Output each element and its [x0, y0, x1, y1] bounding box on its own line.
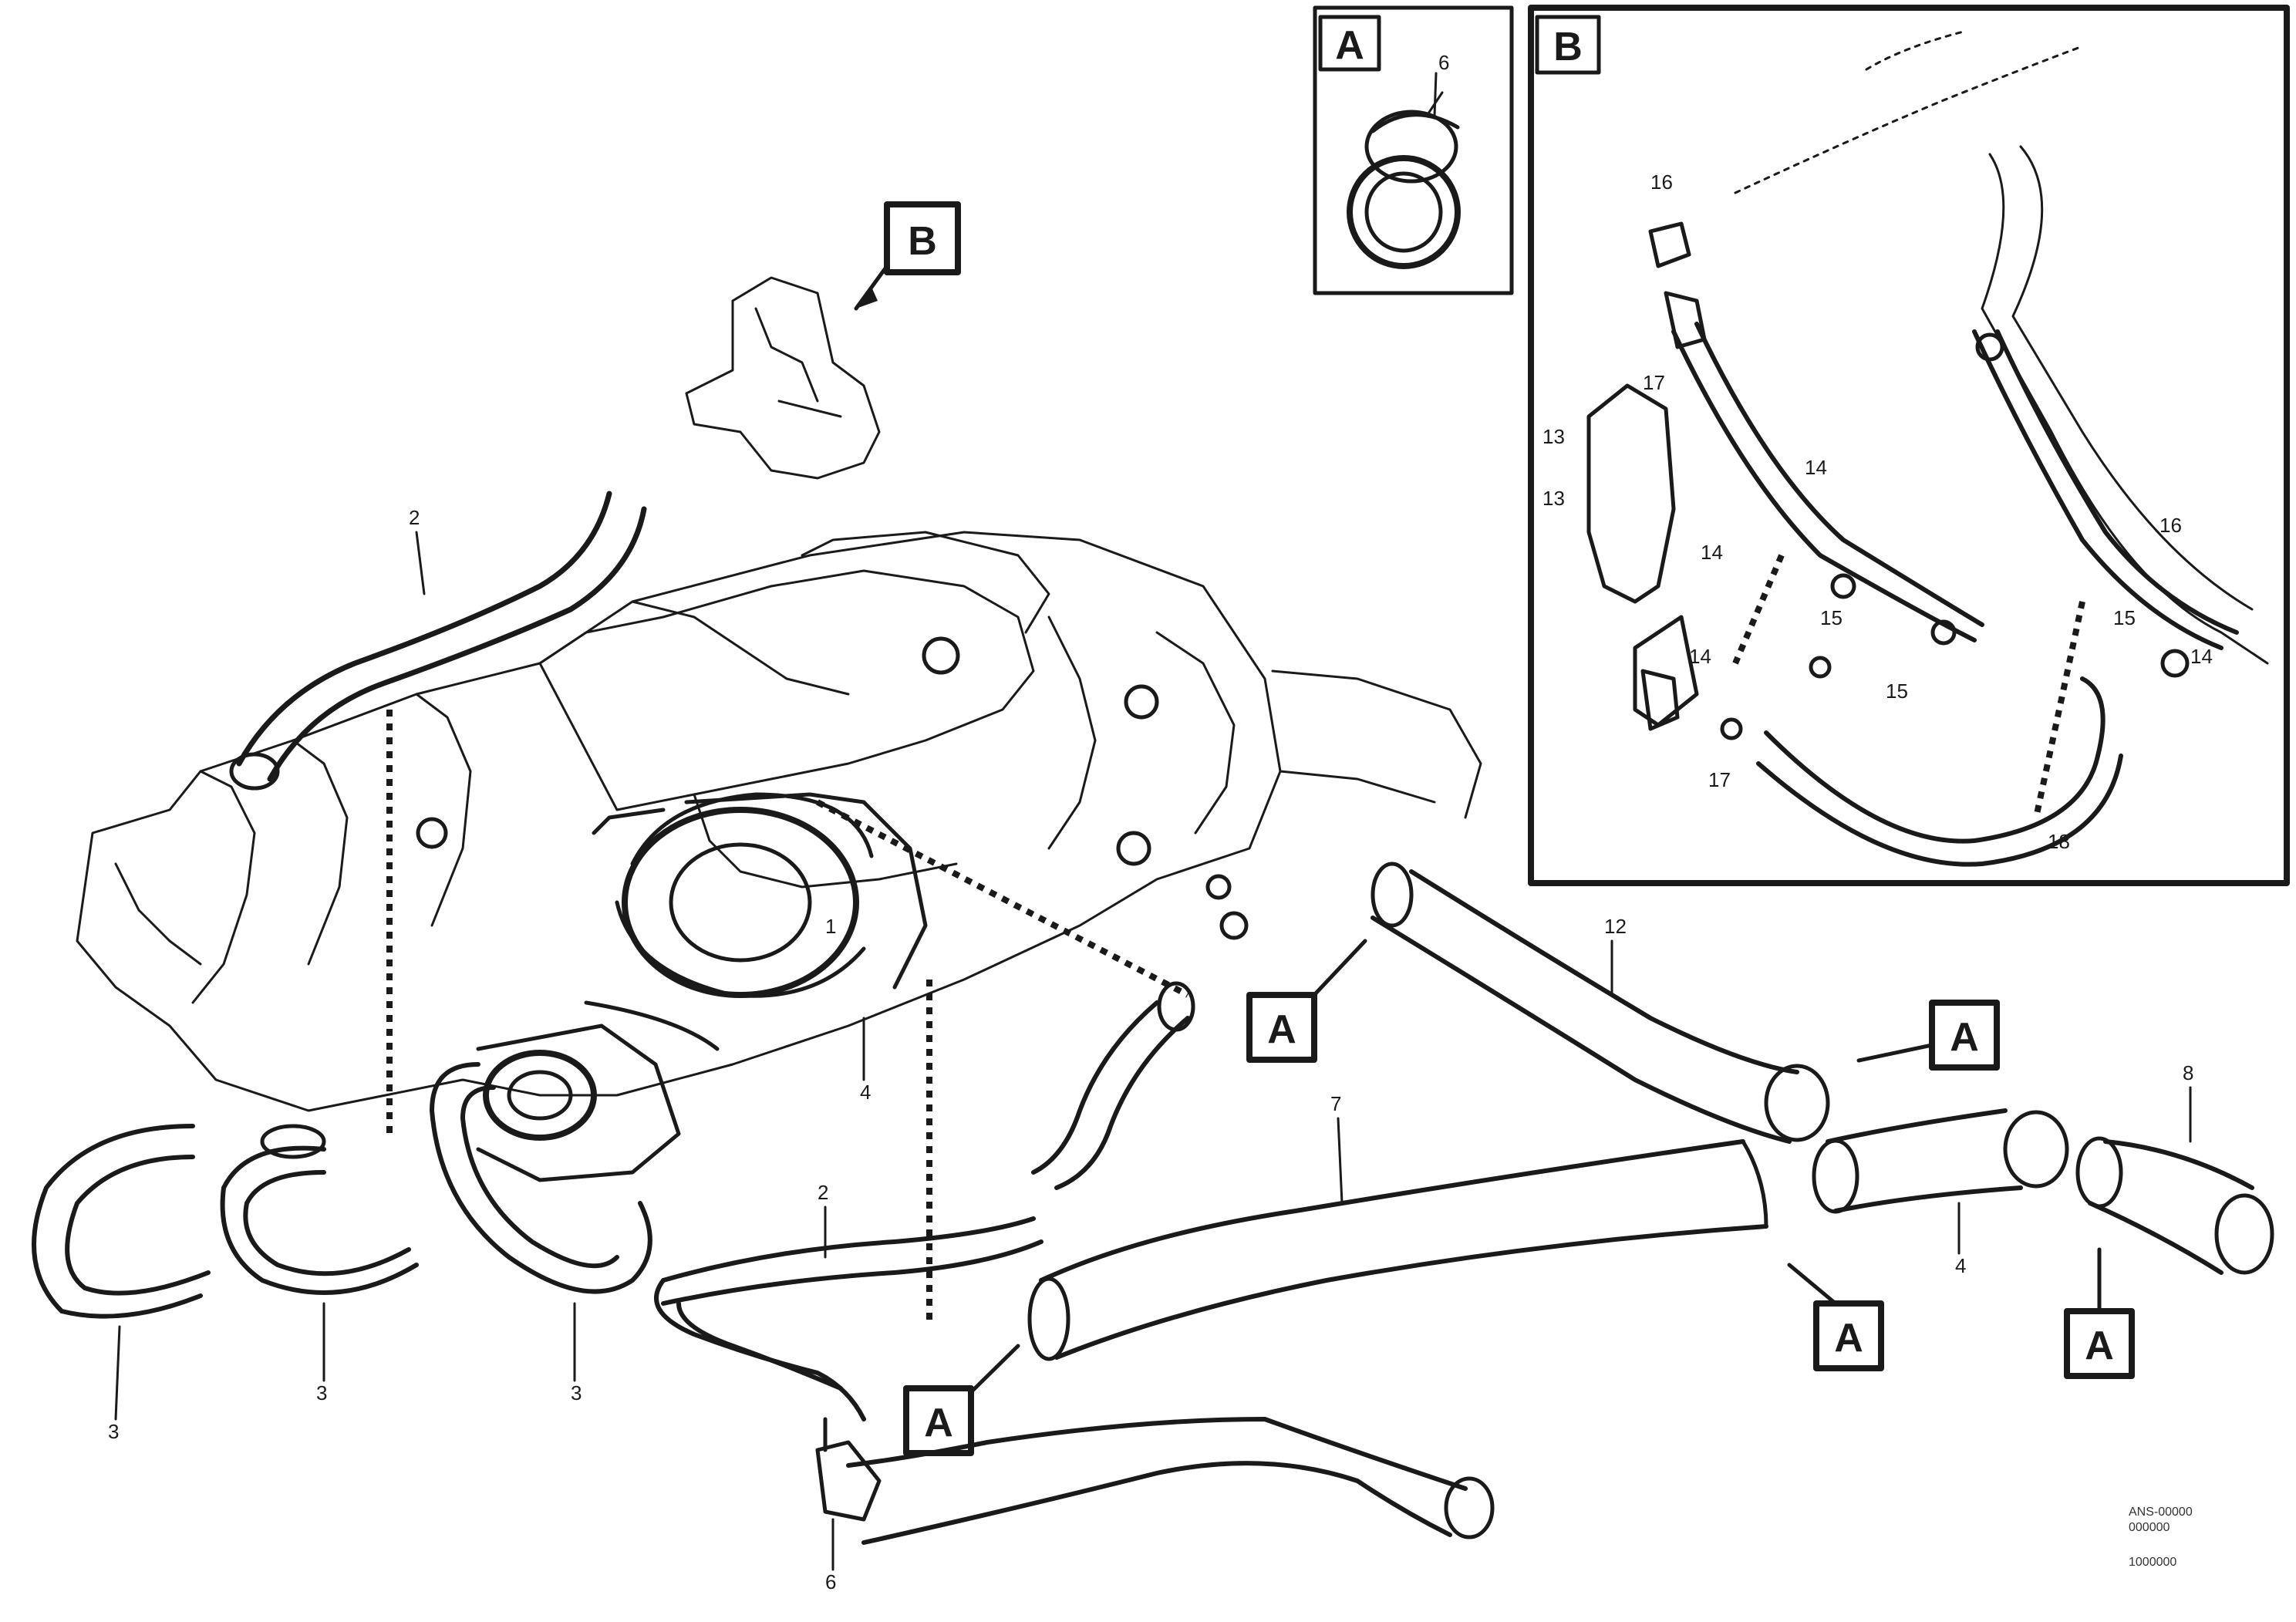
callout-a-ref-1: A — [1246, 939, 1367, 1063]
hoses — [32, 491, 2274, 1545]
detail-b-part-5: 14 — [1701, 541, 1723, 564]
part-label: 2 — [818, 1181, 828, 1204]
svg-text:A: A — [2085, 1324, 2114, 1368]
part-label: 8 — [2183, 1061, 2193, 1084]
hose-clamp-icon — [1347, 91, 1461, 269]
leader-lines — [386, 710, 1189, 1327]
svg-text:A: A — [1834, 1316, 1863, 1361]
callout-a-ref-3: A — [1787, 1263, 1884, 1371]
callout-b-ref: B — [854, 201, 961, 311]
detail-b-part-3: 13 — [1542, 425, 1565, 448]
part-label: 7 — [1330, 1092, 1341, 1115]
callout-a-ref-2: A — [1856, 1000, 2000, 1071]
detail-b-part-6: 13 — [1542, 487, 1565, 510]
mounting-bracket — [685, 276, 881, 480]
part-label: 2 — [409, 506, 420, 529]
detail-b-part-4: 14 — [1805, 456, 1827, 479]
svg-text:A: A — [1950, 1015, 1979, 1060]
detail-view-b: B 16 17 13 14 14 13 15 — [1528, 5, 2290, 886]
detail-b-part-1: 16 — [1650, 170, 1673, 194]
part-label: 1 — [825, 915, 836, 938]
part-label: 3 — [316, 1381, 327, 1404]
detail-a-label: A — [1335, 23, 1364, 68]
detail-b-part-13: 14 — [2190, 645, 2213, 668]
drawing-code: ANS-00000 000000 1000000 — [2129, 1506, 2193, 1569]
detail-b-label: B — [1553, 25, 1583, 69]
callout-a-ref-4: A — [2064, 1247, 2135, 1379]
detail-b-part-8: 15 — [1886, 679, 1908, 703]
detail-b-part-10: 17 — [1708, 768, 1731, 791]
footer-code-line3: 1000000 — [2129, 1556, 2176, 1569]
part-label: 6 — [825, 1570, 836, 1593]
engine-block — [76, 531, 1482, 1112]
part-label: 3 — [571, 1381, 582, 1404]
detail-b-part-9: 14 — [1689, 645, 1711, 668]
svg-text:A: A — [1267, 1007, 1296, 1052]
detail-b-part-14: 15 — [2113, 606, 2136, 629]
part-labels: 2 3 3 3 1 4 2 7 4 8 12 6 — [108, 506, 2193, 1593]
part-label: 4 — [860, 1081, 871, 1104]
callout-a-ref-5: A — [903, 1344, 1020, 1456]
detail-b-part-12: 16 — [2159, 514, 2182, 537]
detail-b-part-7: 15 — [1820, 606, 1843, 629]
pump-housing — [476, 792, 928, 1182]
svg-text:B: B — [908, 219, 937, 264]
part-label: 12 — [1604, 915, 1627, 938]
part-label: 3 — [108, 1420, 119, 1443]
footer-code-line2: 000000 — [2129, 1521, 2170, 1534]
detail-a-part-number: 6 — [1438, 51, 1449, 74]
detail-view-a: A 6 — [1313, 5, 1514, 295]
detail-b-part-2: 17 — [1643, 371, 1665, 394]
svg-text:A: A — [924, 1401, 953, 1445]
detail-b-part-11: 18 — [2048, 830, 2070, 853]
footer-code-line1: ANS-00000 — [2129, 1506, 2193, 1519]
part-label: 4 — [1955, 1254, 1966, 1277]
